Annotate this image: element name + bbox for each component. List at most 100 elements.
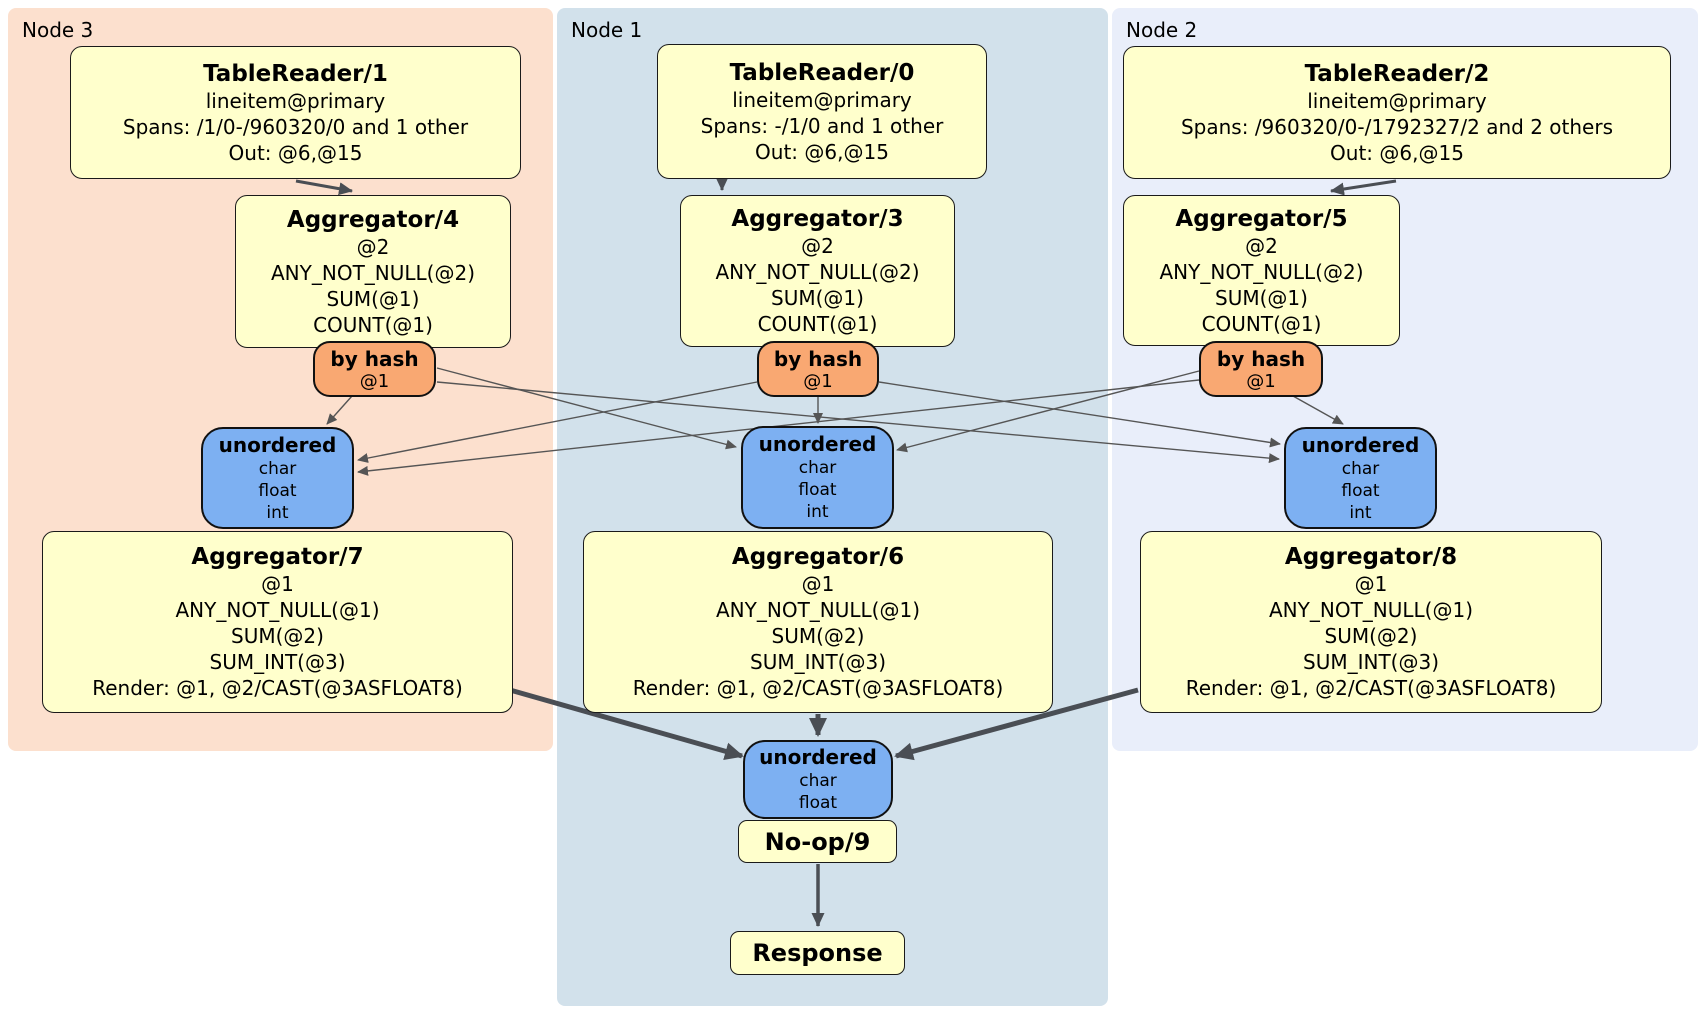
tablereader-0-out: Out: @6,@15: [755, 139, 889, 164]
by-hash-router-node3: by hash @1: [313, 341, 436, 397]
aggregator-7-title: Aggregator/7: [191, 544, 364, 570]
edge-hash2-to-sync1: [896, 370, 1200, 453]
unordered-final-title: unordered: [759, 745, 877, 769]
aggregator-3-fn2: SUM(@1): [771, 286, 864, 310]
unordered-node1-title: unordered: [758, 432, 877, 456]
aggregator-4-box: Aggregator/4 @2 ANY_NOT_NULL(@2) SUM(@1)…: [235, 195, 511, 348]
unordered-node3-col2: float: [258, 480, 297, 501]
aggregator-8-fn2: SUM(@2): [1324, 624, 1418, 648]
aggregator-3-box: Aggregator/3 @2 ANY_NOT_NULL(@2) SUM(@1)…: [680, 195, 955, 347]
aggregator-8-box: Aggregator/8 @1 ANY_NOT_NULL(@1) SUM(@2)…: [1140, 531, 1602, 713]
unordered-node2-col2: float: [1341, 480, 1380, 501]
edge-agg8-to-final-sync: [894, 687, 1139, 761]
unordered-sync-node1: unordered char float int: [741, 426, 894, 529]
unordered-node2-col3: int: [1349, 502, 1372, 523]
by-hash-node3-title: by hash: [330, 346, 419, 371]
tablereader-0-index: lineitem@primary: [732, 87, 912, 112]
unordered-node3-col3: int: [266, 502, 289, 523]
unordered-sync-final: unordered char float: [743, 740, 893, 819]
node1-label: Node 1: [571, 18, 643, 42]
unordered-node1-col2: float: [798, 480, 837, 500]
aggregator-5-group: @2: [1245, 233, 1278, 258]
aggregator-6-box: Aggregator/6 @1 ANY_NOT_NULL(@1) SUM(@2)…: [583, 531, 1053, 713]
edge-hash3-to-sync3: [326, 395, 353, 425]
aggregator-3-title: Aggregator/3: [731, 206, 904, 232]
unordered-node2-title: unordered: [1301, 432, 1420, 457]
response-box: Response: [730, 931, 905, 975]
aggregator-5-fn2: SUM(@1): [1215, 285, 1308, 310]
tablereader-2-index: lineitem@primary: [1307, 88, 1487, 113]
aggregator-3-fn3: COUNT(@1): [757, 312, 878, 336]
unordered-node1-col3: int: [806, 502, 829, 522]
aggregator-8-fn3: SUM_INT(@3): [1303, 650, 1439, 674]
unordered-sync-node3: unordered char float int: [201, 427, 354, 529]
unordered-node3-title: unordered: [218, 432, 337, 457]
edge-tr1-to-agg4: [295, 179, 353, 196]
tablereader-1-out: Out: @6,@15: [228, 140, 363, 165]
by-hash-node2-key: @1: [1246, 370, 1276, 392]
aggregator-5-fn3: COUNT(@1): [1201, 311, 1322, 336]
unordered-node1-col1: char: [798, 458, 837, 478]
aggregator-6-fn3: SUM_INT(@3): [750, 650, 886, 674]
unordered-node3-col1: char: [258, 458, 297, 479]
tablereader-2-box: TableReader/2 lineitem@primary Spans: /9…: [1123, 46, 1671, 179]
aggregator-4-fn3: COUNT(@1): [313, 312, 433, 337]
tablereader-1-spans: Spans: /1/0-/960320/0 and 1 other: [122, 114, 469, 139]
unordered-final-col2: float: [798, 793, 838, 813]
aggregator-7-fn2: SUM(@2): [231, 624, 324, 648]
tablereader-1-title: TableReader/1: [203, 60, 388, 87]
response-title: Response: [752, 939, 883, 967]
edge-hash1-to-sync2: [878, 381, 1281, 448]
tablereader-2-title: TableReader/2: [1304, 60, 1490, 87]
aggregator-8-render: Render: @1, @2/CAST(@3ASFLOAT8): [1185, 676, 1557, 700]
aggregator-8-title: Aggregator/8: [1284, 544, 1458, 570]
aggregator-4-group: @2: [356, 234, 390, 259]
aggregator-5-title: Aggregator/5: [1175, 205, 1348, 232]
aggregator-6-group: @1: [801, 572, 835, 596]
tablereader-2-out: Out: @6,@15: [1330, 140, 1464, 165]
unordered-node2-col1: char: [1341, 458, 1380, 479]
aggregator-7-fn1: ANY_NOT_NULL(@1): [175, 598, 380, 622]
edge-agg7-to-final-sync: [509, 687, 744, 761]
aggregator-6-fn1: ANY_NOT_NULL(@1): [716, 598, 920, 622]
aggregator-8-group: @1: [1354, 572, 1388, 596]
node3-label: Node 3: [22, 18, 94, 42]
aggregator-3-group: @2: [801, 234, 834, 258]
unordered-final-col1: char: [799, 771, 837, 791]
aggregator-6-render: Render: @1, @2/CAST(@3ASFLOAT8): [632, 676, 1004, 700]
aggregator-4-fn2: SUM(@1): [326, 286, 420, 311]
unordered-sync-node2: unordered char float int: [1284, 427, 1437, 529]
aggregator-7-group: @1: [261, 572, 294, 596]
tablereader-1-box: TableReader/1 lineitem@primary Spans: /1…: [70, 46, 521, 179]
aggregator-7-box: Aggregator/7 @1 ANY_NOT_NULL(@1) SUM(@2)…: [42, 531, 513, 713]
by-hash-router-node2: by hash @1: [1199, 341, 1323, 397]
by-hash-router-node1: by hash @1: [757, 341, 879, 397]
aggregator-5-fn1: ANY_NOT_NULL(@2): [1159, 259, 1364, 284]
tablereader-1-index: lineitem@primary: [205, 88, 386, 113]
edge-hash3-to-sync2: [436, 381, 1280, 464]
by-hash-node3-key: @1: [359, 370, 390, 392]
node2-label: Node 2: [1126, 18, 1198, 42]
tablereader-0-spans: Spans: -/1/0 and 1 other: [700, 113, 944, 138]
edge-tr2-to-agg5: [1330, 179, 1397, 196]
tablereader-0-title: TableReader/0: [729, 59, 915, 86]
by-hash-node1-key: @1: [803, 370, 833, 392]
aggregator-4-title: Aggregator/4: [286, 206, 460, 233]
tablereader-0-box: TableReader/0 lineitem@primary Spans: -/…: [657, 44, 987, 179]
aggregator-7-render: Render: @1, @2/CAST(@3ASFLOAT8): [92, 676, 463, 700]
edge-hash3-to-sync1: [436, 367, 737, 450]
aggregator-5-box: Aggregator/5 @2 ANY_NOT_NULL(@2) SUM(@1)…: [1123, 195, 1400, 346]
aggregator-6-fn2: SUM(@2): [771, 624, 865, 648]
by-hash-node2-title: by hash: [1216, 346, 1306, 371]
tablereader-2-spans: Spans: /960320/0-/1792327/2 and 2 others: [1180, 114, 1613, 139]
aggregator-6-title: Aggregator/6: [731, 544, 905, 570]
noop-title: No-op/9: [764, 827, 871, 856]
edge-hash2-to-sync2: [1292, 395, 1344, 425]
aggregator-7-fn3: SUM_INT(@3): [209, 650, 346, 674]
aggregator-3-fn1: ANY_NOT_NULL(@2): [715, 260, 920, 284]
aggregator-8-fn1: ANY_NOT_NULL(@1): [1269, 598, 1473, 622]
aggregator-4-fn1: ANY_NOT_NULL(@2): [271, 260, 475, 285]
noop-box: No-op/9: [738, 820, 897, 863]
edge-hash1-to-sync3: [357, 381, 758, 463]
